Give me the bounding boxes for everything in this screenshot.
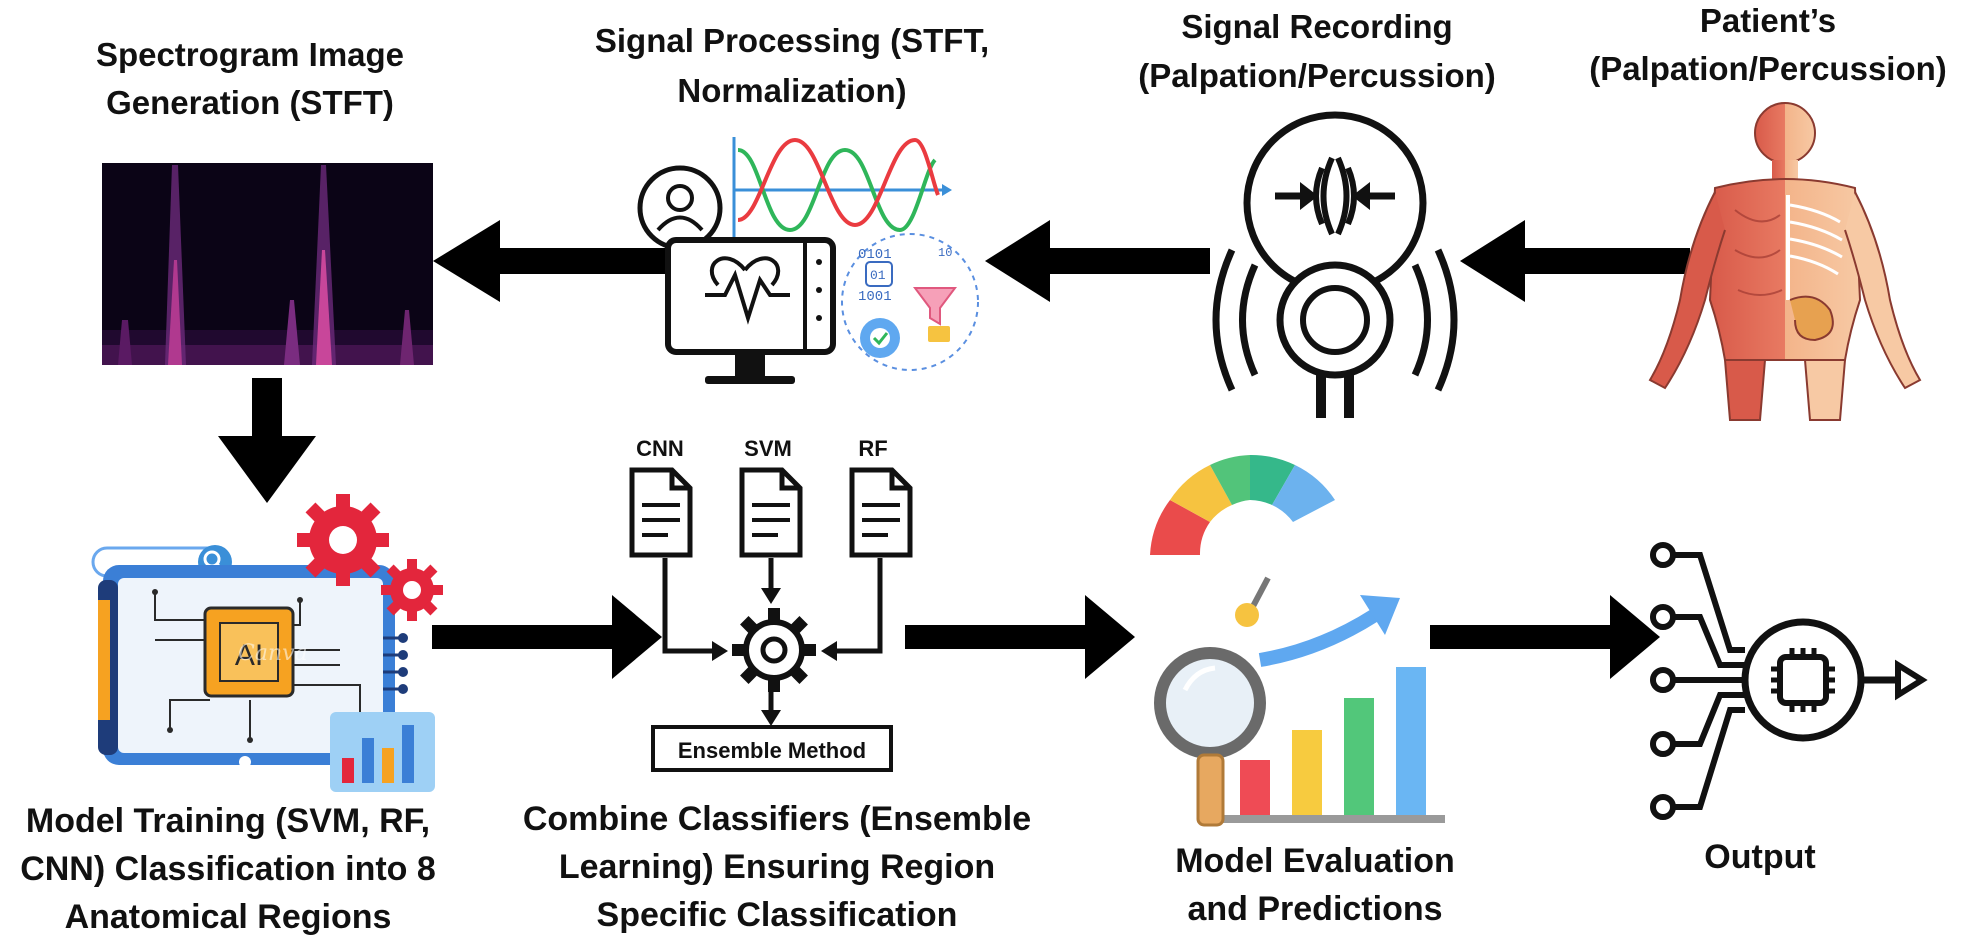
patient-anatomy-figure: [1648, 102, 1922, 421]
cnn-document-icon: [629, 467, 693, 558]
label-evaluation-line1: Model Evaluation: [1175, 842, 1455, 880]
watermark-text: Canva: [238, 641, 308, 666]
label-recording: Signal Recording (Palpation/Percussion): [1138, 8, 1496, 94]
label-patient: Patient’s (Palpation/Percussion): [1589, 2, 1947, 87]
spectrogram-image: [102, 163, 433, 365]
signal-processing-icon: 0101 01 1001 10: [637, 137, 979, 384]
ensemble-gear-icon: [732, 608, 816, 692]
arrow-evaluation-to-output: [1430, 595, 1660, 679]
label-recording-line2: (Palpation/Percussion): [1138, 57, 1496, 94]
rf-document-icon: [849, 467, 913, 558]
label-evaluation: Model Evaluation and Predictions: [1175, 842, 1455, 928]
output-node-icon: [1650, 542, 1928, 820]
arrow-ensemble-to-evaluation: [905, 595, 1135, 679]
svg-text:01: 01: [870, 268, 886, 283]
svg-text:0101: 0101: [858, 247, 892, 263]
ensemble-method-box: [651, 725, 893, 772]
label-spectrogram-line2: Generation (STFT): [106, 84, 394, 121]
svm-document-icon: [739, 467, 803, 558]
ai-chip-label: AI: [235, 639, 263, 672]
label-spectrogram: Spectrogram Image Generation (STFT): [96, 36, 404, 121]
label-training: Model Training (SVM, RF, CNN) Classifica…: [20, 802, 436, 936]
label-patient-line1: Patient’s: [1700, 2, 1836, 39]
label-evaluation-line2: and Predictions: [1187, 890, 1442, 928]
arrow-processing-to-spectrogram: [433, 220, 665, 302]
classifier-label-cnn: CNN: [636, 436, 684, 461]
label-patient-line2: (Palpation/Percussion): [1589, 50, 1947, 87]
label-output-line1: Output: [1704, 838, 1815, 876]
label-training-line2: CNN) Classification into 8: [20, 850, 436, 888]
label-processing: Signal Processing (STFT, Normalization): [595, 22, 989, 109]
model-training-icon: AI Canva: [91, 494, 443, 792]
label-recording-line1: Signal Recording: [1181, 8, 1452, 45]
classifier-label-rf: RF: [858, 436, 887, 461]
label-ensemble-line3: Specific Classification: [597, 896, 958, 934]
ensemble-method-label: Ensemble Method: [678, 738, 866, 763]
label-ensemble-line1: Combine Classifiers (Ensemble: [523, 800, 1031, 838]
arrow-patient-to-recording: [1460, 220, 1690, 302]
arrow-recording-to-processing: [985, 220, 1210, 302]
arrow-spectrogram-to-training: [218, 378, 316, 503]
label-spectrogram-line1: Spectrogram Image: [96, 36, 404, 73]
label-output: Output: [1704, 838, 1815, 876]
label-ensemble-line2: Learning) Ensuring Region: [559, 848, 995, 886]
label-processing-line1: Signal Processing (STFT,: [595, 22, 989, 59]
arrow-training-to-ensemble: [432, 595, 662, 679]
svg-text:1001: 1001: [858, 289, 892, 305]
label-processing-line2: Normalization): [677, 72, 906, 109]
ensemble-icon: Ensemble Method CNN SVM RF: [629, 436, 913, 772]
label-training-line1: Model Training (SVM, RF,: [26, 802, 430, 840]
classifier-label-svm: SVM: [744, 436, 792, 461]
label-ensemble: Combine Classifiers (Ensemble Learning) …: [523, 800, 1031, 934]
label-training-line3: Anatomical Regions: [65, 898, 392, 936]
signal-recording-icon: [1212, 111, 1458, 418]
svg-text:10: 10: [938, 246, 952, 260]
model-evaluation-icon: [1150, 454, 1445, 827]
